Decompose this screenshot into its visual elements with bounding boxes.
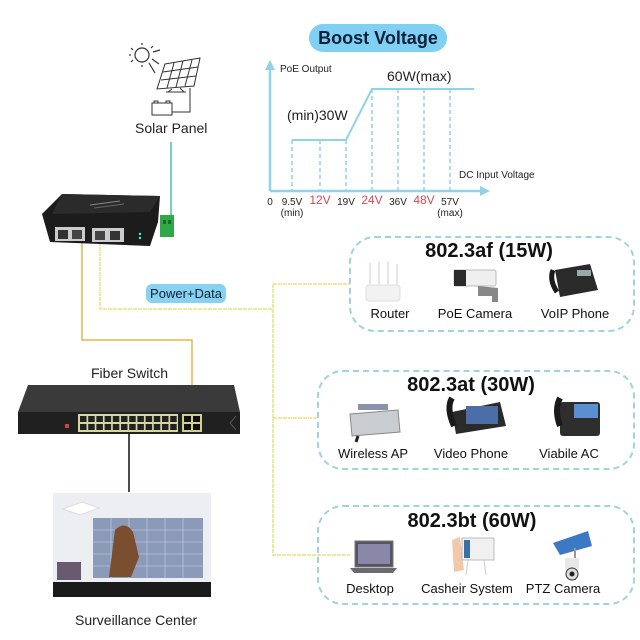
device-label: Router bbox=[370, 306, 410, 321]
group-802-3at bbox=[317, 370, 635, 470]
switch-port bbox=[145, 424, 153, 430]
camera-icon bbox=[453, 269, 498, 302]
switch-port bbox=[80, 424, 87, 430]
switch-port bbox=[88, 424, 95, 430]
x-tick-label: 36V bbox=[389, 197, 407, 208]
x-tick-label: 19V bbox=[337, 197, 355, 208]
device-label: Viabile AC bbox=[539, 446, 599, 461]
power-data-badge: Power+Data bbox=[146, 284, 226, 303]
switch-port bbox=[104, 424, 112, 430]
device-label: PTZ Camera bbox=[525, 581, 601, 596]
device-label: VoIP Phone bbox=[540, 306, 610, 321]
x-axis-label: DC Input Voltage bbox=[459, 170, 535, 181]
group-802-3af bbox=[349, 236, 635, 332]
sun-icon bbox=[129, 43, 161, 74]
switch-port bbox=[170, 424, 177, 430]
series-line-poe-output bbox=[292, 88, 474, 141]
device-label: Desktop bbox=[346, 581, 394, 596]
x-tick-label: 48V bbox=[413, 193, 435, 207]
solar-panel-label: Solar Panel bbox=[135, 120, 208, 136]
operator-figure bbox=[109, 525, 139, 577]
battery-icon bbox=[151, 100, 173, 116]
video-phone-icon bbox=[446, 396, 506, 434]
x-tick-label: 57V bbox=[441, 197, 459, 208]
switch-port bbox=[121, 416, 128, 422]
switch-port bbox=[129, 416, 136, 422]
x-tick-label: 9.5V bbox=[281, 197, 303, 208]
switch-port bbox=[121, 424, 128, 430]
desk-phone-icon bbox=[554, 396, 600, 436]
device-label: Wireless AP bbox=[337, 446, 409, 461]
switch-port bbox=[88, 416, 95, 422]
chart-title: Boost Voltage bbox=[309, 24, 447, 52]
switch-port bbox=[96, 416, 103, 422]
device-label: Video Phone bbox=[433, 446, 509, 461]
switch-port bbox=[162, 416, 169, 422]
solar-module-icon bbox=[156, 57, 201, 113]
x-tick-label: 12V bbox=[309, 193, 331, 207]
switch-port bbox=[162, 424, 169, 430]
surveillance-center-label: Surveillance Center bbox=[75, 612, 198, 628]
switch-port bbox=[137, 424, 144, 430]
annotation-max: 60W(max) bbox=[387, 68, 452, 84]
laptop-icon bbox=[350, 540, 397, 573]
switch-port-block bbox=[78, 414, 178, 432]
x-tick-label: 0 bbox=[267, 197, 273, 208]
x-tick-sublabel: (max) bbox=[437, 208, 463, 219]
switch-port bbox=[96, 424, 103, 430]
switch-port bbox=[153, 424, 161, 430]
y-axis-arrow bbox=[265, 60, 275, 70]
poe-cable-main bbox=[99, 242, 350, 556]
switch-port bbox=[112, 416, 120, 422]
solar-ptz-camera-icon bbox=[553, 531, 592, 581]
group-title-bt: 802.3bt (60W) bbox=[407, 510, 537, 532]
annotation-min: (min)30W bbox=[287, 107, 348, 123]
fiber-switch-label: Fiber Switch bbox=[91, 365, 169, 381]
uplink-cable bbox=[81, 242, 193, 412]
group-title-at: 802.3at (30W) bbox=[407, 374, 535, 396]
switch-port bbox=[137, 416, 144, 422]
switch-port bbox=[112, 424, 120, 430]
y-axis-label: PoE Output bbox=[280, 64, 332, 75]
switch-port bbox=[129, 424, 136, 430]
switch-port bbox=[80, 416, 87, 422]
switch-port bbox=[153, 416, 161, 422]
x-tick-label: 24V bbox=[361, 193, 383, 207]
pos-terminal-icon bbox=[452, 537, 495, 576]
device-label: Casheir System bbox=[421, 581, 513, 596]
phone-icon bbox=[549, 264, 598, 297]
switch-port bbox=[170, 416, 177, 422]
switch-port bbox=[145, 416, 153, 422]
switch-port bbox=[104, 416, 112, 422]
x-tick-sublabel: (min) bbox=[280, 208, 304, 219]
x-axis-arrow bbox=[480, 186, 490, 196]
access-point-icon bbox=[349, 404, 401, 443]
router-icon bbox=[365, 262, 401, 302]
group-title-af: 802.3af (15W) bbox=[425, 240, 553, 262]
device-label: PoE Camera bbox=[437, 306, 513, 321]
group-802-3bt bbox=[317, 505, 635, 605]
